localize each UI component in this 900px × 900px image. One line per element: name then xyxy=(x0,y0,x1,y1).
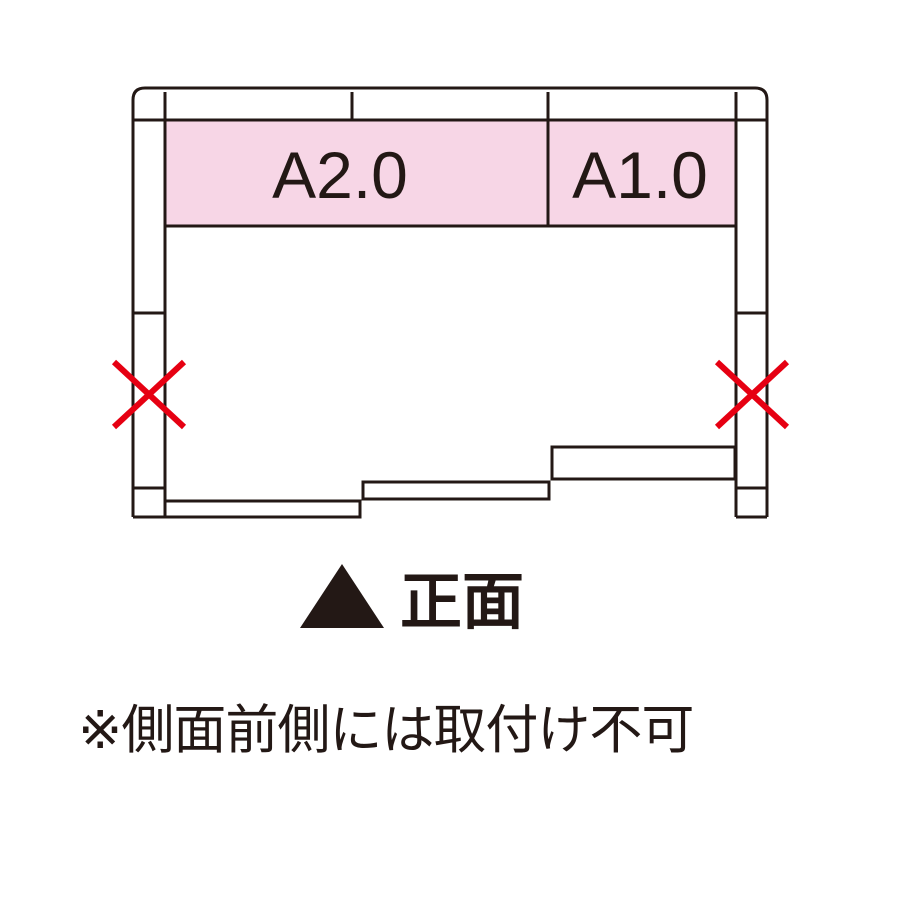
front-door-middle xyxy=(361,480,551,501)
front-door-left xyxy=(163,499,362,519)
panel-a1 xyxy=(546,118,738,228)
outer-frame xyxy=(131,86,769,517)
panel-a1-label: A1.0 xyxy=(572,138,708,212)
installation-note: ※側面前側には取付け不可 xyxy=(78,700,694,761)
front-label-text: 正面 xyxy=(400,565,525,638)
cross-mark-icon xyxy=(714,359,790,430)
front-door-right xyxy=(550,445,737,481)
cross-mark-icon xyxy=(111,359,187,430)
triangle-up-icon xyxy=(300,564,384,628)
front-label: 正面 xyxy=(300,556,524,638)
panel-a2-label: A2.0 xyxy=(272,138,408,212)
